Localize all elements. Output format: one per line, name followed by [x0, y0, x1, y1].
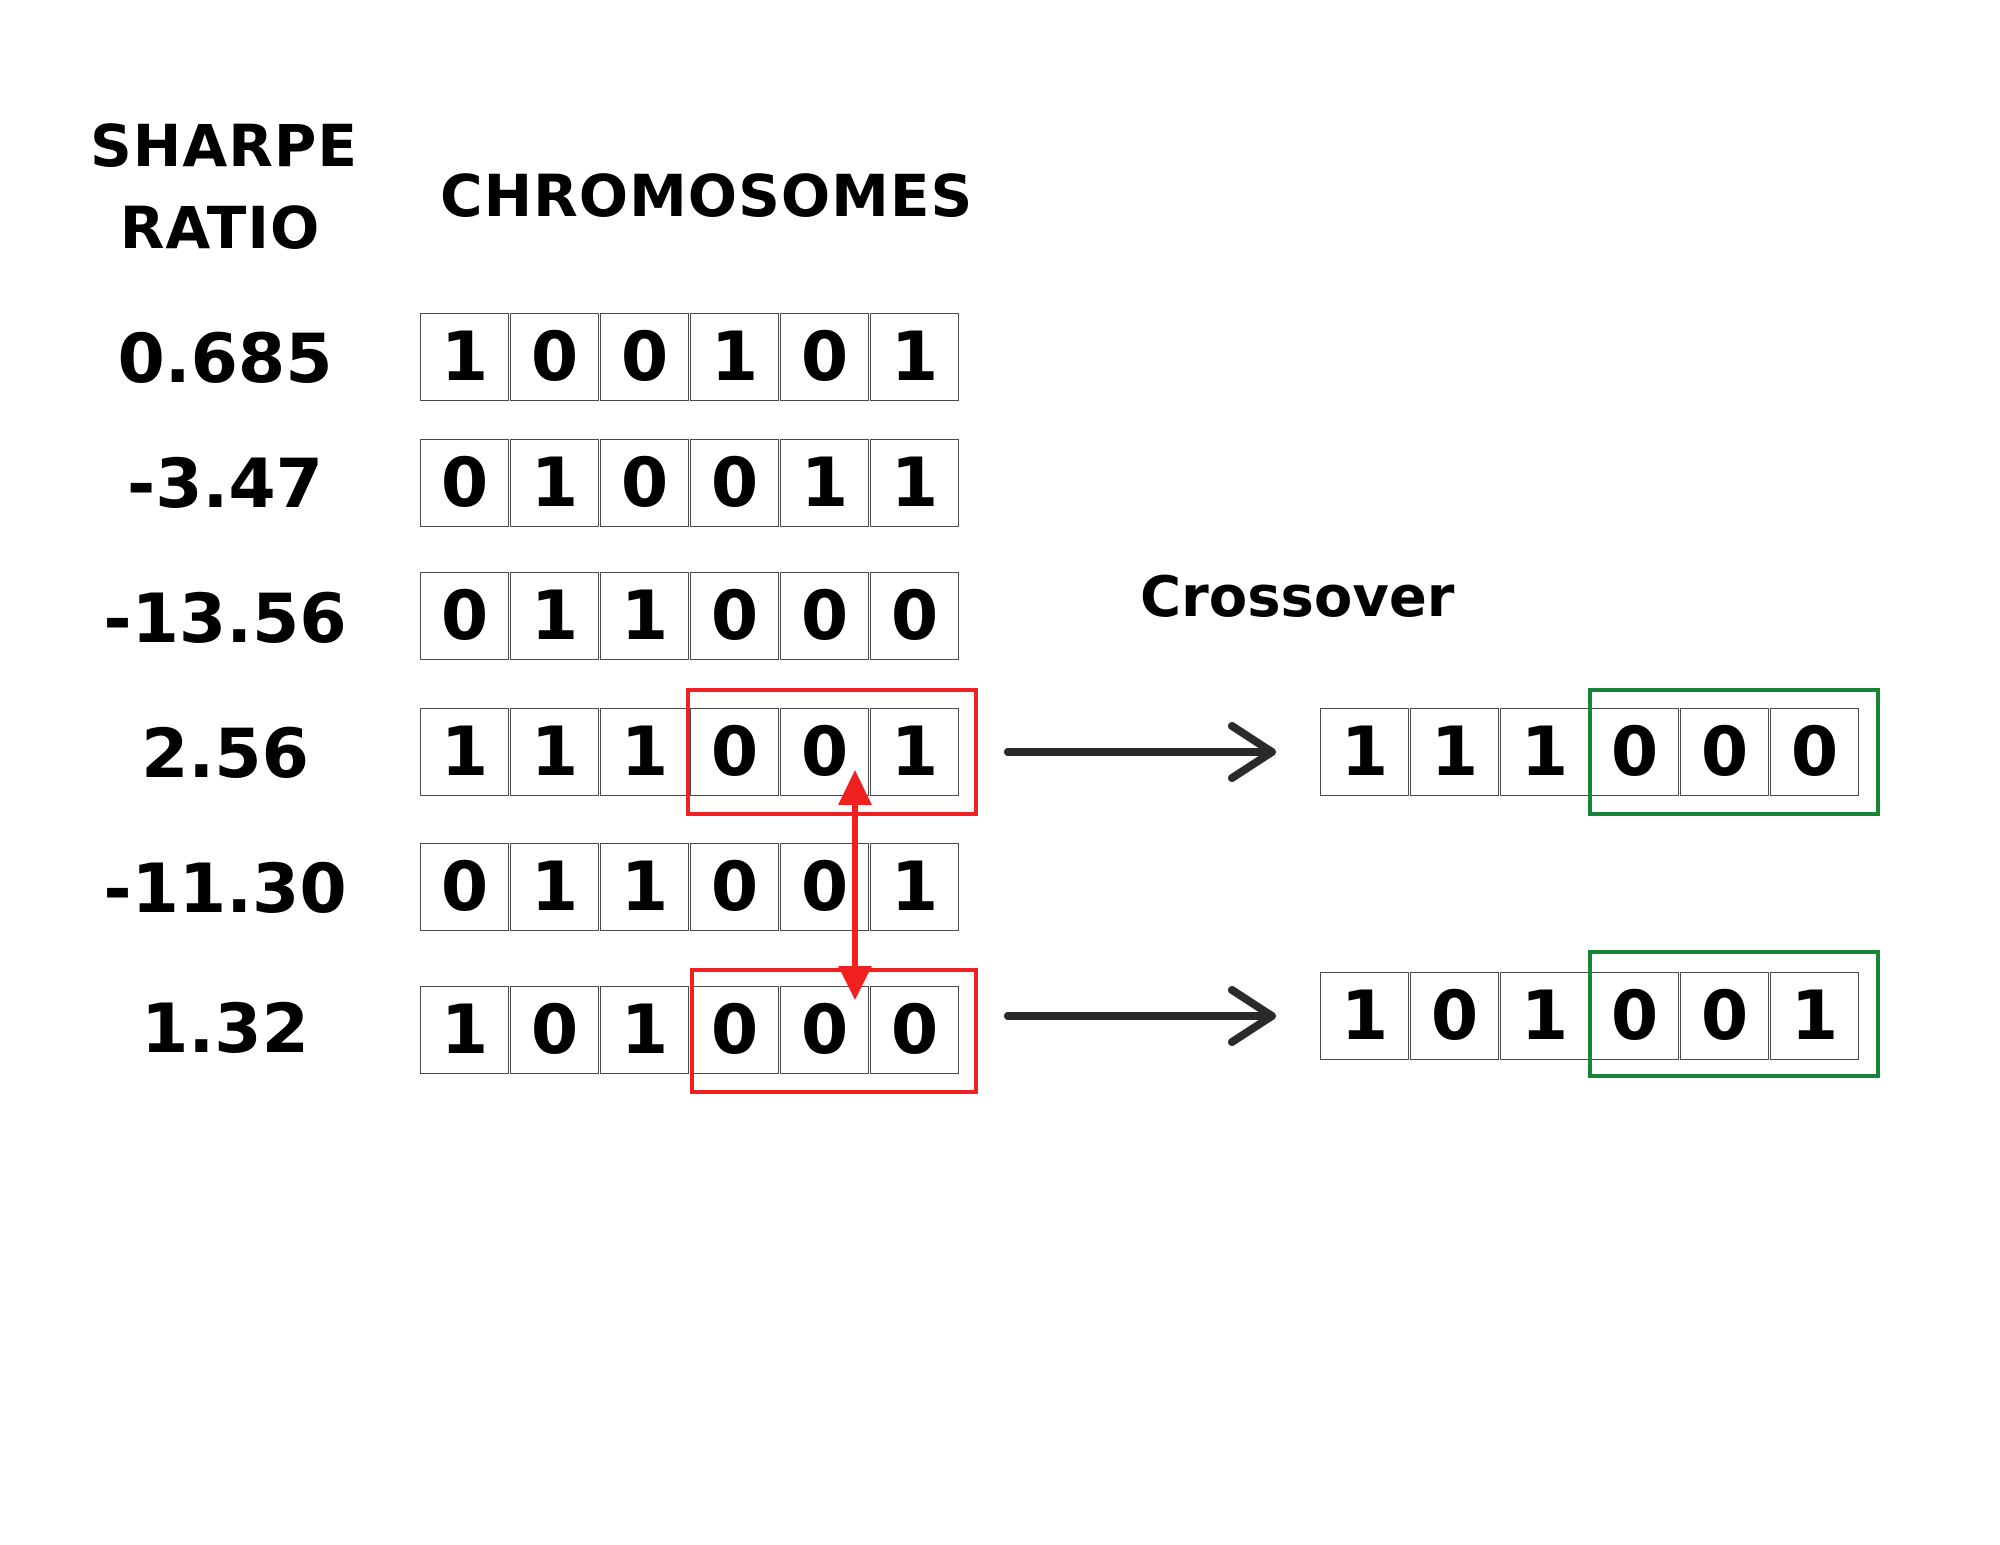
gene-cell: 1: [1410, 708, 1499, 796]
inherited-segment-box-child-b: [1588, 950, 1880, 1078]
gene-cell: 0: [1410, 972, 1499, 1060]
gene-cell: 0: [510, 986, 599, 1074]
offspring-row-1: 1 0 1 0 0 1: [1320, 972, 1860, 1060]
gene-cell: 0: [420, 572, 509, 660]
chromosome-row-0: 1 0 0 1 0 1: [420, 313, 960, 401]
inherited-segment-box-child-a: [1588, 688, 1880, 816]
gene-cell: 1: [870, 843, 959, 931]
sharpe-value-1: -3.47: [127, 445, 323, 524]
gene-cell: 1: [420, 708, 509, 796]
gene-cell: 1: [600, 986, 689, 1074]
gene-cell: 0: [690, 986, 779, 1074]
gene-cell: 1: [420, 313, 509, 401]
gene-cell: 0: [870, 986, 959, 1074]
gene-cell: 1: [600, 843, 689, 931]
gene-cell: 0: [690, 439, 779, 527]
gene-cell: 0: [510, 313, 599, 401]
gene-cell: 0: [1590, 708, 1679, 796]
gene-cell: 0: [780, 986, 869, 1074]
chromosome-row-2: 0 1 1 0 0 0: [420, 572, 960, 660]
gene-cell: 1: [780, 439, 869, 527]
sharpe-value-3: 2.56: [141, 715, 309, 794]
sharpe-value-4: -11.30: [103, 850, 347, 929]
crossover-segment-box-parent-b: [690, 968, 978, 1094]
chromosome-row-4: 0 1 1 0 0 1: [420, 843, 960, 931]
gene-cell: 1: [1500, 972, 1589, 1060]
gene-cell: 0: [690, 843, 779, 931]
sharpe-header-line2: RATIO: [119, 194, 321, 262]
gene-cell: 0: [1680, 708, 1769, 796]
gene-cell: 0: [600, 313, 689, 401]
crossover-segment-box-parent-a: [686, 688, 978, 816]
chromosomes-header: CHROMOSOMES: [440, 162, 974, 230]
sharpe-value-0: 0.685: [117, 320, 333, 399]
gene-cell: 1: [1320, 708, 1409, 796]
gene-cell: 1: [1320, 972, 1409, 1060]
chromosome-row-1: 0 1 0 0 1 1: [420, 439, 960, 527]
gene-cell: 1: [510, 439, 599, 527]
gene-cell: 0: [780, 572, 869, 660]
arrow-to-child-a: [1004, 722, 1276, 782]
swap-arrow-head-down: [838, 966, 872, 1000]
gene-cell: 1: [600, 572, 689, 660]
gene-cell: 0: [780, 708, 869, 796]
sharpe-value-5: 1.32: [141, 990, 309, 1069]
gene-cell: 1: [690, 313, 779, 401]
gene-cell: 1: [510, 572, 599, 660]
gene-cell: 0: [780, 313, 869, 401]
gene-cell: 1: [600, 708, 689, 796]
gene-cell: 0: [420, 843, 509, 931]
chromosome-row-5: 1 0 1 0 0 0: [420, 986, 960, 1074]
gene-cell: 0: [690, 708, 779, 796]
swap-arrow-head-up: [838, 770, 872, 805]
gene-cell: 0: [420, 439, 509, 527]
gene-cell: 1: [1770, 972, 1859, 1060]
gene-cell: 1: [510, 843, 599, 931]
gene-cell: 1: [870, 439, 959, 527]
gene-cell: 1: [870, 313, 959, 401]
crossover-label: Crossover: [1140, 565, 1455, 630]
arrow-to-child-b: [1004, 986, 1276, 1046]
gene-cell: 0: [1590, 972, 1679, 1060]
gene-cell: 1: [870, 708, 959, 796]
gene-cell: 0: [690, 572, 779, 660]
sharpe-value-2: -13.56: [103, 580, 347, 659]
gene-cell: 0: [870, 572, 959, 660]
gene-cell: 0: [1770, 708, 1859, 796]
offspring-row-0: 1 1 1 0 0 0: [1320, 708, 1860, 796]
chromosome-row-3: 1 1 1 0 0 1: [420, 708, 960, 796]
sharpe-ratio-header: SHARPE RATIO: [90, 105, 358, 269]
sharpe-header-line1: SHARPE: [90, 112, 358, 180]
gene-cell: 1: [420, 986, 509, 1074]
gene-cell: 0: [600, 439, 689, 527]
gene-cell: 1: [510, 708, 599, 796]
gene-cell: 0: [1680, 972, 1769, 1060]
